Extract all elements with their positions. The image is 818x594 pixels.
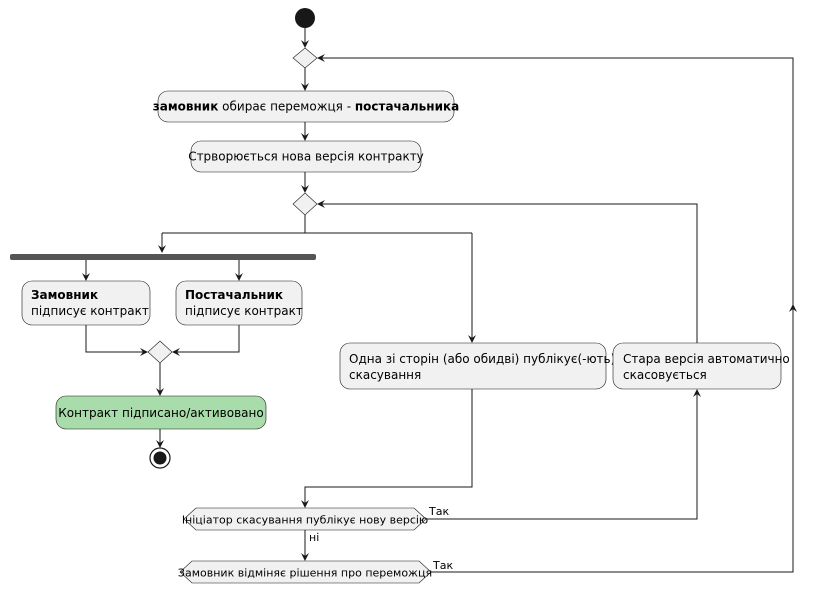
arrowhead <box>301 83 309 91</box>
end-node-inner <box>153 451 167 465</box>
choose-winner-mid: обирає переможця - <box>218 100 355 114</box>
node-contract-signed <box>55 395 267 430</box>
label-initiator-no: ні <box>309 531 319 544</box>
edge-customer-yes <box>321 57 794 573</box>
old-version-line-1: Стара версія автоматично <box>623 352 790 366</box>
choose-winner-bold-2: постачальника <box>355 100 459 114</box>
join-diamond <box>147 340 173 364</box>
supplier-signs-text: підписує контракт <box>185 304 303 318</box>
arrowhead <box>301 40 309 48</box>
cancellation-line-1: Одна зі сторін (або обидві) публікує(-ют… <box>349 352 615 366</box>
arrowhead <box>301 133 309 141</box>
fork-bar <box>10 254 316 260</box>
arrowhead <box>82 273 90 281</box>
edge-supplier-join <box>176 325 240 353</box>
label-initiator-yes: Так <box>428 505 449 518</box>
arrowhead <box>301 500 309 508</box>
choose-winner-label: замовник обирає переможця - постачальник… <box>153 100 459 114</box>
edge-cancellation-decision <box>304 389 473 503</box>
edge-customer-join <box>85 325 144 353</box>
customer-decision-label: Замовник відміняє рішення про переможця <box>178 567 432 580</box>
node-choose-winner <box>157 90 455 123</box>
arrowhead <box>301 553 309 561</box>
arrowhead <box>693 389 701 397</box>
arrowhead <box>156 440 164 448</box>
arrowhead <box>468 335 476 343</box>
customer-signs-text: підписує контракт <box>31 304 149 318</box>
cancellation-line-2: скасування <box>349 368 421 382</box>
node-cancellation-published <box>339 342 607 390</box>
supplier-signs-title: Постачальник <box>185 288 283 302</box>
new-version-label: Стрворюється нова версія контракту <box>188 150 424 164</box>
start-node <box>295 8 315 28</box>
arrowhead <box>140 348 148 356</box>
node-new-version <box>190 140 422 173</box>
edge-oldversion-merge <box>321 203 698 343</box>
arrowhead <box>235 273 243 281</box>
merge-diamond-top <box>292 47 318 69</box>
choose-winner-bold-1: замовник <box>153 100 219 114</box>
arrowhead <box>789 304 797 312</box>
node-old-version-cancelled <box>612 342 782 390</box>
arrowhead <box>317 54 325 62</box>
arrowhead <box>301 185 309 193</box>
contract-signed-label: Контракт підписано/активовано <box>58 406 263 420</box>
arrowhead <box>317 200 325 208</box>
initiator-decision-label: Ініціатор скасування публікує нову версі… <box>182 514 428 527</box>
arrowhead <box>172 348 180 356</box>
customer-signs-title: Замовник <box>31 288 98 302</box>
merge-diamond-middle <box>292 192 318 216</box>
arrowhead <box>156 388 164 396</box>
edge-initiator-yes <box>426 393 698 520</box>
label-customer-yes: Так <box>432 559 453 572</box>
arrowhead <box>158 245 166 253</box>
old-version-line-2: скасовується <box>623 368 707 382</box>
